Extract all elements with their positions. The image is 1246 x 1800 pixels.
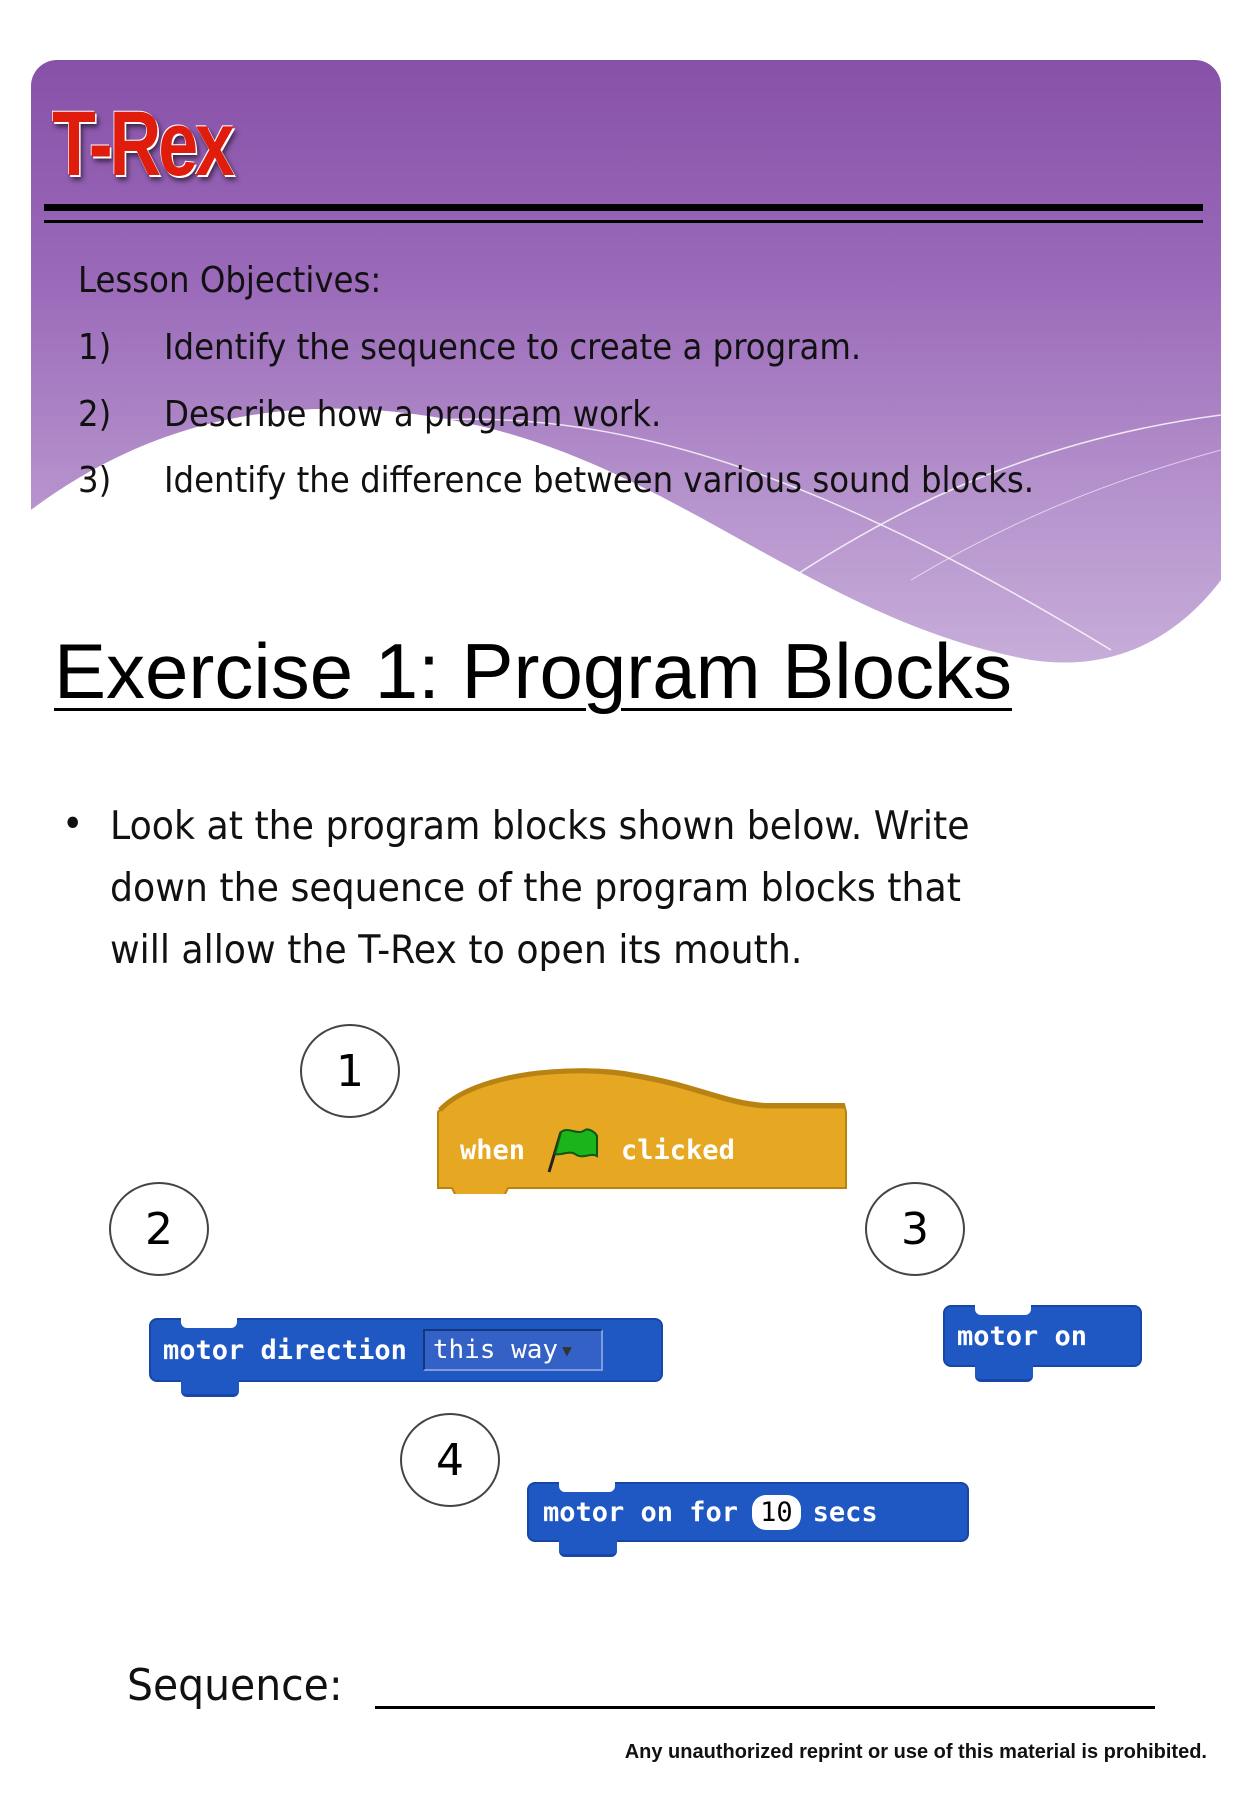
label-circle-2: 2 xyxy=(109,1182,209,1276)
objective-number: 3) xyxy=(78,460,112,501)
block-tab xyxy=(559,1540,617,1557)
clicked-label: clicked xyxy=(621,1134,735,1166)
seconds-input[interactable]: 10 xyxy=(752,1494,801,1530)
label-circle-1: 1 xyxy=(300,1024,400,1118)
objective-text: Identify the sequence to create a progra… xyxy=(164,327,862,368)
motor-on-label: motor on xyxy=(957,1320,1088,1352)
instruction-line: will allow the T-Rex to open its mouth. xyxy=(110,928,803,973)
objectives-title: Lesson Objectives: xyxy=(78,260,382,301)
instruction-line: Look at the program blocks shown below. … xyxy=(110,804,970,849)
when-label: when xyxy=(460,1134,526,1166)
objective-number: 1) xyxy=(78,327,112,368)
block-tab xyxy=(181,1380,239,1397)
sequence-label: Sequence: xyxy=(127,1660,343,1711)
direction-dropdown[interactable]: this way ▼ xyxy=(422,1329,603,1371)
copyright-notice: Any unauthorized reprint or use of this … xyxy=(624,1741,1207,1763)
sequence-answer-line[interactable] xyxy=(375,1706,1155,1709)
motor-on-block[interactable]: motor on xyxy=(943,1305,1142,1382)
objective-text: Describe how a program work. xyxy=(164,394,662,435)
motor-on-for-block[interactable]: motor on for 10 secs xyxy=(527,1482,969,1557)
green-flag-icon[interactable] xyxy=(543,1126,603,1174)
block-notch xyxy=(181,1318,237,1328)
header-thin-rule xyxy=(44,220,1203,223)
block-notch xyxy=(975,1305,1031,1315)
header-thick-rule xyxy=(44,204,1203,211)
motor-direction-block[interactable]: motor direction this way ▼ xyxy=(149,1318,663,1397)
objective-text: Identify the difference between various … xyxy=(164,460,1035,501)
exercise-title: Exercise 1: Program Blocks xyxy=(54,627,1012,715)
block-notch xyxy=(559,1482,615,1492)
label-circle-4: 4 xyxy=(400,1413,500,1507)
motor-direction-label: motor direction xyxy=(163,1334,407,1366)
label-circle-3: 3 xyxy=(865,1182,965,1276)
header-banner xyxy=(31,60,1221,680)
motor-on-for-label: motor on for xyxy=(543,1496,739,1528)
wave-decoration xyxy=(31,408,1221,680)
block-tab xyxy=(975,1365,1033,1382)
objective-number: 2) xyxy=(78,394,112,435)
secs-label: secs xyxy=(812,1496,878,1528)
bullet: • xyxy=(62,802,84,847)
t-rex-logo: T-Rex xyxy=(52,93,235,195)
instruction-line: down the sequence of the program blocks … xyxy=(110,866,961,911)
when-flag-clicked-block[interactable]: when clicked xyxy=(436,1062,848,1194)
dropdown-arrow-icon: ▼ xyxy=(562,1340,572,1360)
direction-dropdown-value: this way xyxy=(432,1335,559,1365)
hat-block-shape xyxy=(437,1068,847,1194)
